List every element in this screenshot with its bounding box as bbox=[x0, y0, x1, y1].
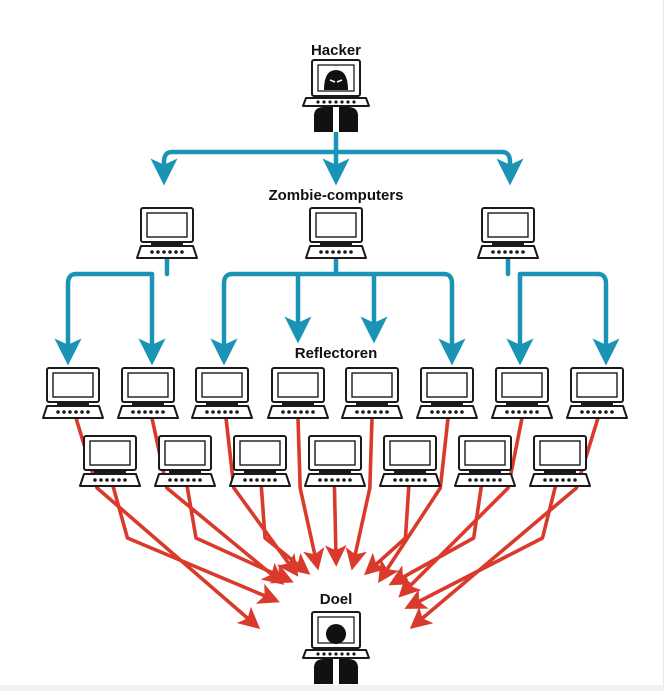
reflector-laptop-icon bbox=[117, 367, 179, 419]
reflector-laptop-icon bbox=[304, 435, 366, 487]
label-reflectoren: Reflectoren bbox=[295, 345, 378, 362]
command-arrow bbox=[210, 271, 238, 366]
command-arrow bbox=[438, 271, 466, 366]
attack-arrow bbox=[106, 467, 280, 604]
command-arrow bbox=[496, 149, 524, 186]
devices bbox=[42, 59, 628, 684]
zombie-laptop-icon bbox=[305, 207, 367, 259]
attack-arrow bbox=[224, 417, 299, 577]
reflector-laptop-icon bbox=[154, 435, 216, 487]
reflector-laptop-icon bbox=[341, 367, 403, 419]
reflector-laptop-icon bbox=[491, 367, 553, 419]
command-arrows bbox=[54, 125, 620, 366]
attack-arrow bbox=[182, 467, 294, 584]
reflector-laptop-icon bbox=[191, 367, 253, 419]
reflector-laptop-icon bbox=[416, 367, 478, 419]
attack-arrow bbox=[409, 417, 600, 629]
reflector-laptop-icon bbox=[454, 435, 516, 487]
attack-arrow bbox=[150, 417, 285, 585]
label-zombie-computers: Zombie-computers bbox=[268, 187, 403, 204]
attack-arrow bbox=[378, 417, 450, 584]
attack-arrows bbox=[74, 417, 600, 630]
reflector-laptop-icon bbox=[79, 435, 141, 487]
attack-arrow bbox=[398, 417, 524, 598]
target-at-computer-icon bbox=[302, 611, 370, 684]
reflector-laptop-icon bbox=[379, 435, 441, 487]
attack-arrow bbox=[345, 417, 374, 571]
label-hacker: Hacker bbox=[311, 42, 361, 59]
reflector-laptop-icon bbox=[566, 367, 628, 419]
attack-arrow bbox=[258, 467, 311, 575]
command-arrow bbox=[150, 149, 178, 186]
reflector-laptop-icon bbox=[267, 367, 329, 419]
zombie-laptop-icon bbox=[477, 207, 539, 259]
attack-arrow bbox=[388, 467, 486, 586]
reflector-laptop-icon bbox=[529, 435, 591, 487]
attack-arrow bbox=[296, 417, 325, 571]
label-doel: Doel bbox=[320, 591, 353, 608]
command-arrow bbox=[592, 271, 620, 366]
attack-arrow bbox=[404, 467, 562, 609]
command-arrow bbox=[54, 271, 82, 366]
reflector-laptop-icon bbox=[229, 435, 291, 487]
zombie-laptop-icon bbox=[136, 207, 198, 259]
reflector-laptop-icon bbox=[42, 367, 104, 419]
hacker-at-computer-icon bbox=[302, 59, 370, 132]
